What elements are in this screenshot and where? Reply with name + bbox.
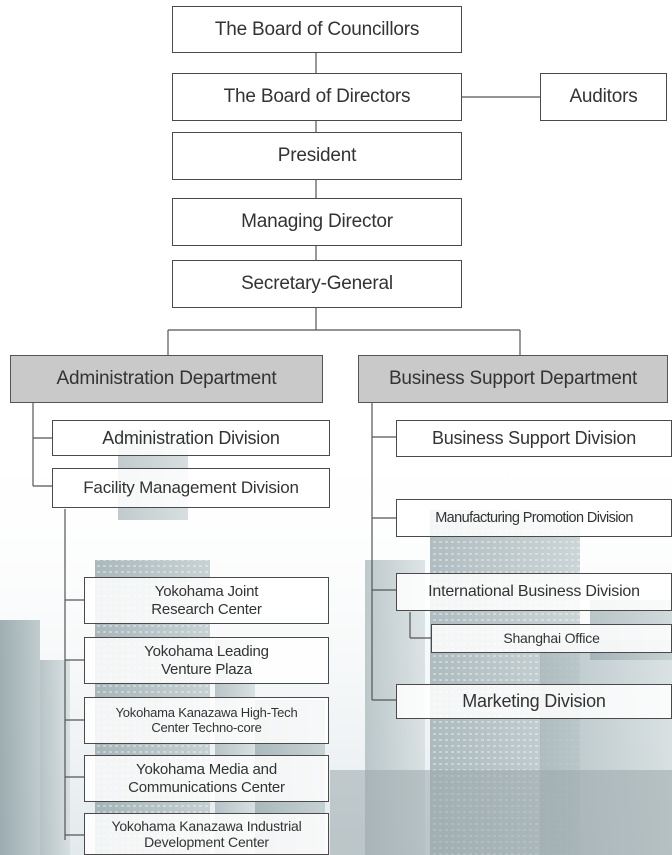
- facility-item: Yokohama Kanazawa High-Tech Center Techn…: [84, 697, 329, 744]
- administration-division-box: Administration Division: [52, 420, 330, 456]
- auditors-box: Auditors: [540, 73, 667, 121]
- secretary-general-box: Secretary-General: [172, 260, 462, 308]
- facility-item: Yokohama Kanazawa Industrial Development…: [84, 813, 329, 855]
- business-support-department-box: Business Support Department: [358, 355, 668, 403]
- facility-management-division-box: Facility Management Division: [52, 468, 330, 508]
- shanghai-office-box: Shanghai Office: [431, 624, 672, 653]
- business-support-division-box: Business Support Division: [396, 420, 672, 457]
- international-business-division-box: International Business Division: [396, 573, 672, 611]
- facility-item: Yokohama Joint Research Center: [84, 577, 329, 624]
- president-box: President: [172, 132, 462, 180]
- manufacturing-promotion-division-box: Manufacturing Promotion Division: [396, 499, 672, 537]
- managing-director-box: Managing Director: [172, 198, 462, 246]
- facility-item: Yokohama Media and Communications Center: [84, 755, 329, 802]
- facility-item: Yokohama Leading Venture Plaza: [84, 637, 329, 684]
- administration-department-box: Administration Department: [10, 355, 323, 403]
- board-of-directors-box: The Board of Directors: [172, 73, 462, 121]
- board-of-councillors-box: The Board of Councillors: [172, 6, 462, 53]
- marketing-division-box: Marketing Division: [396, 684, 672, 719]
